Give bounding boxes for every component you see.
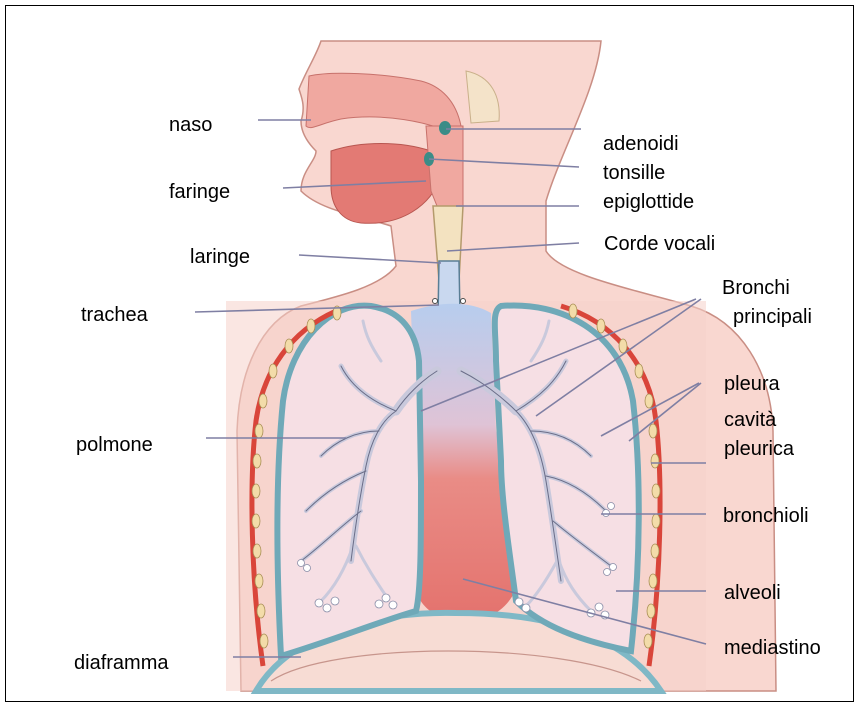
- label-laringe: laringe: [190, 246, 250, 268]
- label-corde-vocali: Corde vocali: [604, 233, 715, 255]
- figure-frame: naso faringe laringe trachea polmone dia…: [5, 5, 854, 702]
- label-epiglottide: epiglottide: [603, 191, 694, 213]
- label-trachea: trachea: [81, 304, 148, 326]
- adenoid-shape: [439, 121, 451, 135]
- label-mediastino: mediastino: [724, 637, 821, 659]
- label-alveoli: alveoli: [724, 582, 781, 604]
- label-cavita-line2: pleurica: [724, 438, 794, 460]
- label-naso: naso: [169, 114, 212, 136]
- label-bronchi-line1: Bronchi: [722, 277, 790, 299]
- label-diaframma: diaframma: [74, 652, 168, 674]
- label-bronchi-line2: principali: [733, 306, 812, 328]
- label-polmone: polmone: [76, 434, 153, 456]
- label-faringe: faringe: [169, 181, 230, 203]
- label-pleura: pleura: [724, 373, 780, 395]
- label-bronchioli: bronchioli: [723, 505, 809, 527]
- label-adenoidi: adenoidi: [603, 133, 679, 155]
- label-tonsille: tonsille: [603, 162, 665, 184]
- label-cavita-line1: cavità: [724, 409, 776, 431]
